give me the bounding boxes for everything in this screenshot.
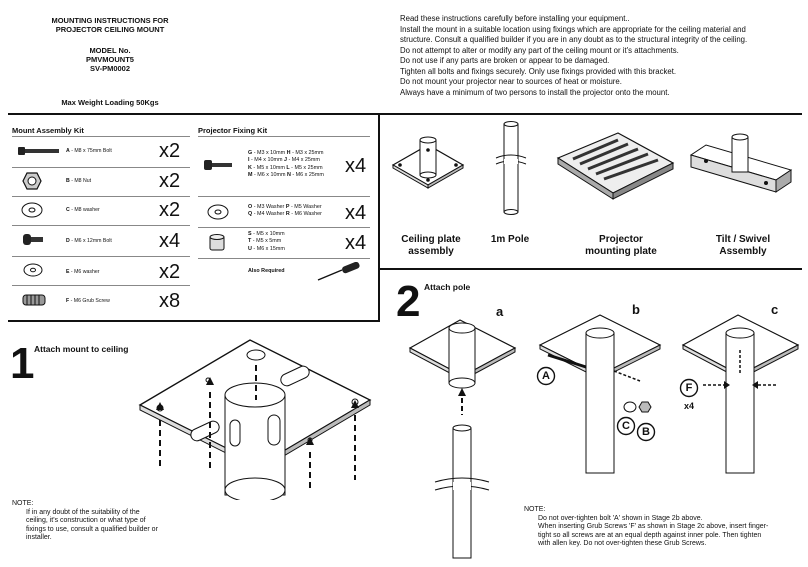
safety-instructions: Read these instructions carefully before… xyxy=(400,14,748,97)
note-left: NOTE: If in any doubt of the suitability… xyxy=(12,500,158,542)
washer-set: O - M3 Washer P - M5 Washer Q - M4 Washe… xyxy=(198,198,370,226)
kit-item: A - M8 x 75mm Bolt x2 xyxy=(12,138,192,166)
short-bolt-icon xyxy=(23,234,43,245)
step2a-illustration xyxy=(408,319,517,559)
grub-screw-qty: x4 xyxy=(684,401,695,411)
divider xyxy=(12,167,190,168)
step2-sub-a: a xyxy=(496,304,504,319)
step2-title: Attach pole xyxy=(424,282,471,292)
divider xyxy=(198,136,370,137)
divider xyxy=(12,136,190,137)
divider xyxy=(12,256,190,257)
washer-icon xyxy=(207,204,229,220)
divider xyxy=(12,285,190,286)
mount-kit-title: Mount Assembly Kit xyxy=(12,126,84,135)
washer-icon xyxy=(21,202,43,218)
callout-f xyxy=(679,378,699,398)
header-divider xyxy=(8,113,802,115)
washer-icon xyxy=(23,263,43,277)
spacer-icon xyxy=(209,234,225,251)
nut-icon xyxy=(22,172,42,190)
callout-c-label: C xyxy=(622,420,630,432)
step1-number: 1 xyxy=(10,339,35,388)
washer-nut-icon xyxy=(623,401,652,413)
step2-sub-b: b xyxy=(632,302,640,317)
kit-item: E - M6 washer x2 xyxy=(12,258,192,284)
step2-number: 2 xyxy=(396,277,421,326)
step2c-illustration xyxy=(681,314,800,474)
callout-f-label: F xyxy=(685,382,693,394)
callout-b xyxy=(636,422,656,442)
divider xyxy=(12,225,190,226)
ceiling-plate-illustration xyxy=(391,136,465,189)
kit-item: F - M6 Grub Screw x8 xyxy=(12,287,192,315)
callout-c xyxy=(616,416,636,436)
divider xyxy=(12,196,190,197)
projector-kit-title: Projector Fixing Kit xyxy=(198,126,268,135)
max-weight-label: Max Weight Loading 50Kgs xyxy=(61,98,159,107)
model-info: MODEL No. PMVMOUNT5 SV-PM0002 xyxy=(86,46,134,73)
step1-title: Attach mount to ceiling xyxy=(34,344,129,354)
kit-item: B - M8 Nut x2 xyxy=(12,169,192,195)
projector-plate-illustration xyxy=(556,132,675,200)
vertical-divider xyxy=(378,114,380,320)
divider xyxy=(198,227,370,228)
screw-icon xyxy=(204,160,232,170)
callout-a-label: A xyxy=(542,370,550,382)
also-required: Also Required xyxy=(198,260,370,284)
divider xyxy=(198,196,370,197)
step2-sub-c: c xyxy=(771,302,779,317)
step1-ceiling-mount-illustration xyxy=(138,339,372,500)
callout-a xyxy=(536,366,556,386)
callout-b-label: B xyxy=(642,426,650,438)
tilt-swivel-illustration xyxy=(689,133,793,193)
step1-divider xyxy=(8,320,380,322)
screw-set: G - M3 x 10mm H - M3 x 25mm I - M4 x 10m… xyxy=(198,140,370,192)
note-right: NOTE: Do not over-tighten bolt 'A' shown… xyxy=(524,506,769,548)
spacer-set: S - M5 x 10mm T - M5 x 5mm U - M6 x 15mm… xyxy=(198,229,370,257)
bolt-icon xyxy=(18,147,59,155)
pole-illustration xyxy=(495,121,527,215)
step2-divider xyxy=(378,268,802,270)
grub-screw-icon xyxy=(22,294,46,306)
screwdriver-icon xyxy=(317,262,360,281)
step2b-illustration xyxy=(538,314,662,474)
kit-item: C - M8 washer x2 xyxy=(12,198,192,224)
divider xyxy=(198,258,370,259)
document-title: MOUNTING INSTRUCTIONS FOR PROJECTOR CEIL… xyxy=(51,16,169,34)
kit-item: D - M6 x 12mm Bolt x4 xyxy=(12,227,192,255)
part-label-pole: 1m Pole xyxy=(490,234,530,245)
